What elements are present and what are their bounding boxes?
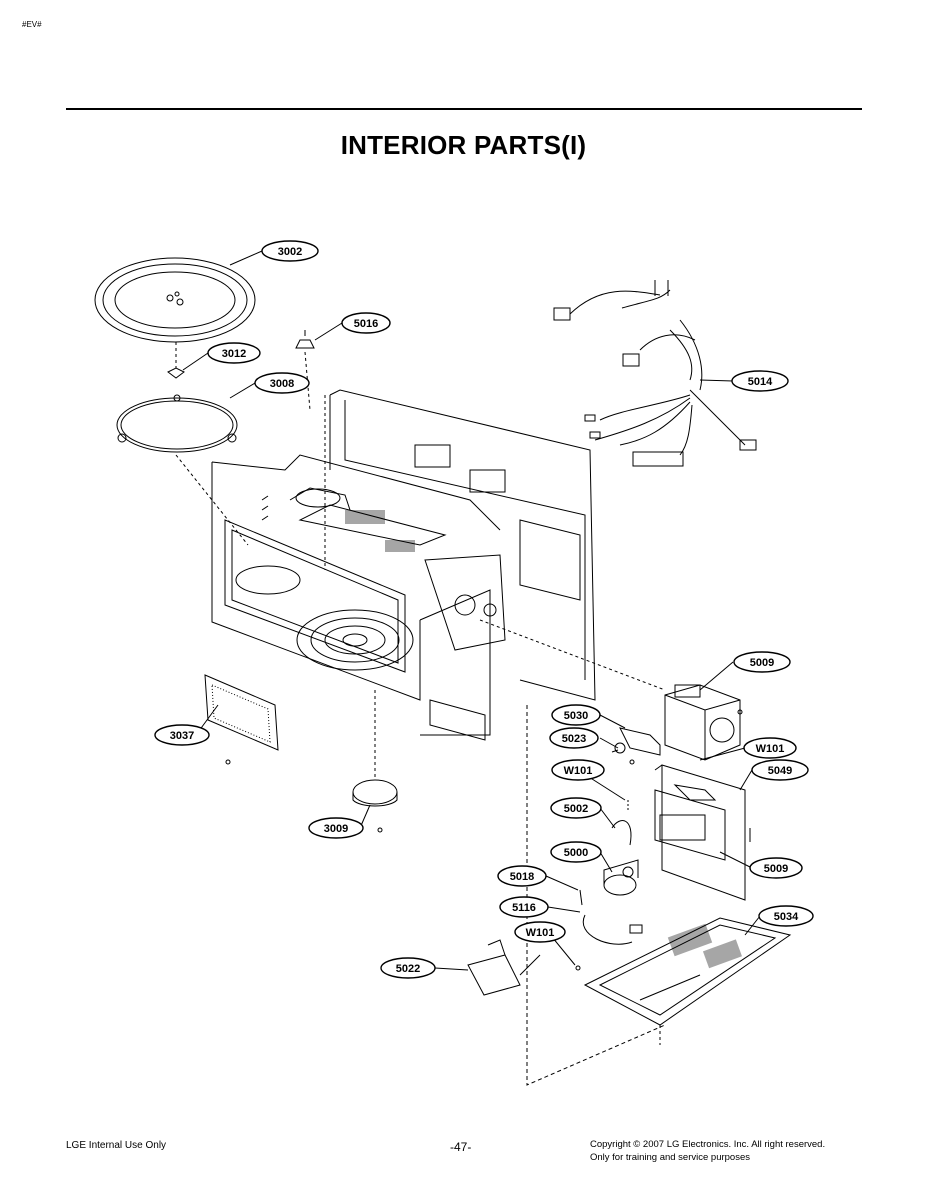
assembly-guide-line bbox=[526, 705, 666, 1086]
callout-leaders bbox=[182, 250, 761, 971]
callout-5009: 5009 bbox=[749, 857, 803, 879]
svg-text:3037: 3037 bbox=[170, 730, 194, 742]
chassis-bracket-drawing bbox=[654, 764, 751, 901]
svg-text:5030: 5030 bbox=[564, 710, 588, 722]
turntable-tray-drawing bbox=[94, 257, 256, 343]
footer-copyright-block: Copyright © 2007 LG Electronics. Inc. Al… bbox=[590, 1138, 825, 1164]
callout-3002: 3002 bbox=[261, 240, 319, 262]
dash-leader bbox=[175, 454, 249, 546]
header-rule bbox=[66, 108, 862, 110]
bracket-drawing bbox=[611, 727, 661, 765]
callout-3009: 3009 bbox=[308, 817, 364, 839]
callout-5000: 5000 bbox=[550, 841, 602, 863]
svg-text:W101: W101 bbox=[756, 743, 785, 755]
callout-3037: 3037 bbox=[154, 724, 210, 746]
callout-5030: 5030 bbox=[551, 704, 601, 726]
svg-text:5009: 5009 bbox=[750, 657, 774, 669]
copyright-text: Copyright © 2007 LG Electronics. Inc. Al… bbox=[590, 1139, 826, 1150]
page-title: INTERIOR PARTS(I) bbox=[340, 130, 587, 160]
svg-text:5022: 5022 bbox=[396, 963, 420, 975]
callout-5016: 5016 bbox=[341, 312, 391, 334]
vent-grille-drawing bbox=[204, 674, 279, 765]
callout-3012: 3012 bbox=[207, 342, 261, 364]
turntable-motor-drawing bbox=[352, 690, 398, 833]
svg-text:W101: W101 bbox=[526, 927, 555, 939]
notice-text: Only for training and service purposes bbox=[590, 1152, 750, 1163]
coupler-drawing bbox=[167, 342, 185, 379]
callout-5002: 5002 bbox=[550, 797, 602, 819]
callout-3008: 3008 bbox=[254, 372, 310, 394]
callout-5049: 5049 bbox=[751, 759, 809, 781]
svg-text:W101: W101 bbox=[564, 765, 593, 777]
svg-text:3002: 3002 bbox=[278, 246, 302, 258]
base-plate-drawing bbox=[583, 917, 792, 1045]
callout-5022: 5022 bbox=[380, 957, 436, 979]
callout-labels: 3002 5016 3012 3008 5014 5009 5030 5023 … bbox=[154, 240, 814, 979]
callout-5018: 5018 bbox=[497, 865, 547, 887]
sensor-bracket-drawing bbox=[467, 939, 581, 996]
callout-w101: W101 bbox=[514, 921, 566, 943]
footer-internal-use: LGE Internal Use Only bbox=[66, 1140, 167, 1151]
wire-lead-drawing bbox=[579, 889, 643, 945]
callout-5014: 5014 bbox=[731, 370, 789, 392]
svg-text:3009: 3009 bbox=[324, 823, 348, 835]
svg-text:5009: 5009 bbox=[764, 863, 788, 875]
svg-text:5016: 5016 bbox=[354, 318, 378, 330]
svg-text:5014: 5014 bbox=[748, 376, 773, 388]
sensor-drawing bbox=[295, 330, 315, 411]
back-plate-drawing bbox=[324, 389, 596, 701]
svg-text:5049: 5049 bbox=[768, 765, 792, 777]
svg-text:5018: 5018 bbox=[510, 871, 534, 883]
magnetron-drawing bbox=[479, 619, 743, 761]
page-number: -47- bbox=[450, 1140, 472, 1154]
callout-w101: W101 bbox=[551, 759, 605, 781]
svg-text:5002: 5002 bbox=[564, 803, 588, 815]
callout-5116: 5116 bbox=[499, 896, 549, 918]
svg-text:5023: 5023 bbox=[562, 733, 586, 745]
roller-ring-drawing bbox=[116, 394, 238, 453]
svg-text:3008: 3008 bbox=[270, 378, 294, 390]
capacitor-drawing bbox=[603, 800, 639, 896]
cavity-assembly-drawing bbox=[211, 454, 506, 741]
callout-w101: W101 bbox=[743, 737, 797, 759]
svg-text:5116: 5116 bbox=[512, 902, 536, 914]
callout-5023: 5023 bbox=[549, 727, 599, 749]
callout-5009: 5009 bbox=[733, 651, 791, 673]
corner-mark: #EV# bbox=[22, 20, 42, 29]
callout-5034: 5034 bbox=[758, 905, 814, 927]
wire-harness-drawing bbox=[553, 280, 757, 467]
svg-text:5000: 5000 bbox=[564, 847, 588, 859]
svg-text:5034: 5034 bbox=[774, 911, 799, 923]
svg-text:3012: 3012 bbox=[222, 348, 246, 360]
